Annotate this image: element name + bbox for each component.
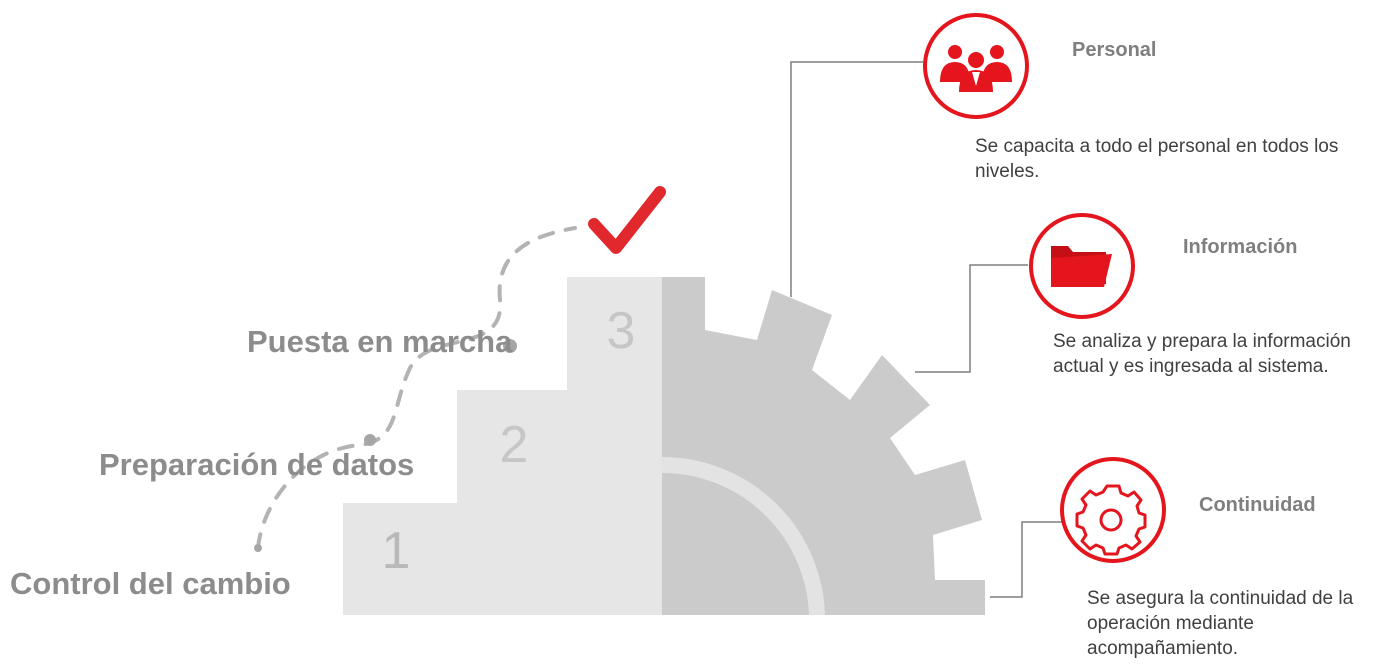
feature-description-personal: Se capacita a todo el personal en todos … bbox=[975, 136, 1339, 182]
step-label-control-del-cambio: Control del cambio bbox=[10, 566, 291, 601]
milestone-dot-3 bbox=[503, 339, 517, 353]
people-group-icon bbox=[940, 45, 1012, 92]
informacion-icon-badge bbox=[1029, 213, 1135, 319]
step-number-1: 1 bbox=[382, 522, 411, 580]
step-3-block bbox=[567, 277, 673, 615]
gear-inner-ring bbox=[661, 457, 825, 616]
progress-dashed-path bbox=[256, 226, 577, 550]
step-label-preparacion-de-datos: Preparación de datos bbox=[99, 447, 415, 482]
feature-description-informacion: Se analiza y prepara la información actu… bbox=[1053, 331, 1351, 377]
step-number-2: 2 bbox=[500, 416, 529, 474]
personal-icon-badge bbox=[923, 13, 1029, 119]
continuidad-icon-badge bbox=[1060, 457, 1166, 563]
connector-informacion bbox=[915, 264, 1028, 373]
feature-title-personal: Personal bbox=[1072, 39, 1157, 61]
folder-icon bbox=[1051, 246, 1112, 287]
milestone-dot-2 bbox=[364, 434, 376, 446]
feature-title-continuidad: Continuidad bbox=[1199, 494, 1316, 516]
half-gear-shape bbox=[662, 277, 985, 615]
checkmark-icon bbox=[588, 186, 666, 254]
gear-icon bbox=[1075, 484, 1147, 556]
feature-title-informacion: Información bbox=[1183, 236, 1298, 258]
milestone-dot-1 bbox=[254, 544, 262, 552]
connector-continuidad bbox=[990, 521, 1062, 598]
step-number-3: 3 bbox=[607, 302, 636, 360]
step-label-puesta-en-marcha: Puesta en marcha bbox=[247, 324, 513, 359]
feature-description-continuidad: Se asegura la continuidad de la operació… bbox=[1087, 588, 1354, 659]
connector-personal bbox=[790, 61, 923, 297]
